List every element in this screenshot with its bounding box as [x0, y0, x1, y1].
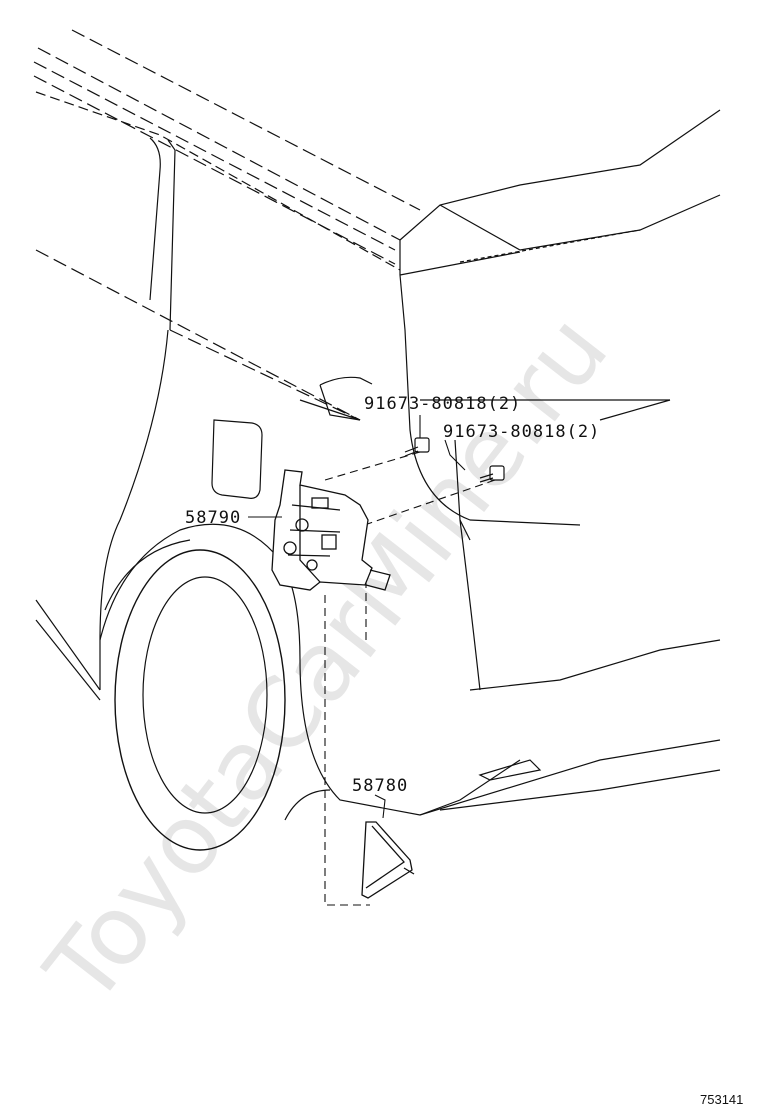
callout-bolt-lower: 91673-80818(2) — [443, 422, 600, 442]
figure-number: 753141 — [700, 1092, 743, 1107]
bolt-upper-part[interactable] — [404, 437, 430, 457]
leader-lines — [324, 451, 496, 906]
bolt-lower-part[interactable] — [479, 465, 505, 483]
callout-small-bracket: 58780 — [352, 776, 408, 796]
bracket-58790-part[interactable] — [271, 469, 391, 591]
callout-bracket: 58790 — [185, 508, 241, 528]
callout-leaders — [248, 415, 466, 819]
callout-bolt-upper: 91673-80818(2) — [364, 394, 521, 414]
bracket-58780-part[interactable] — [361, 821, 415, 899]
vehicle-body-outline — [33, 29, 721, 851]
